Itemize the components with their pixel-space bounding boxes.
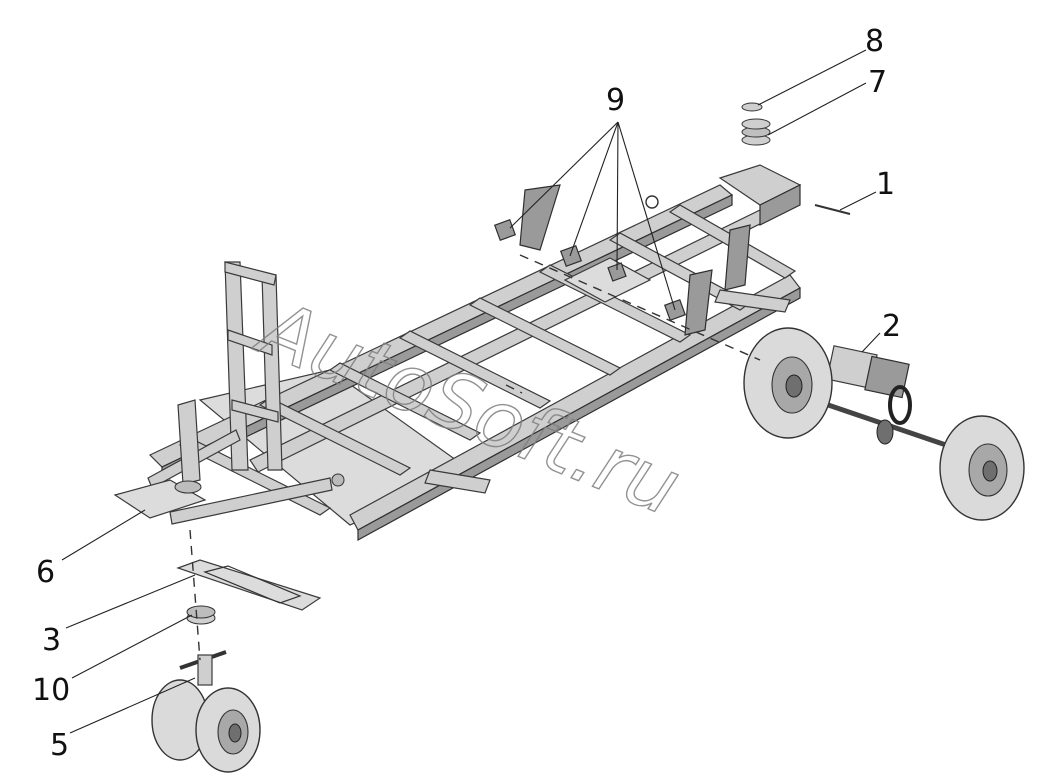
lifting-eye [645, 195, 659, 209]
frame-outrigger-front [424, 469, 491, 494]
pin-1 [814, 204, 851, 215]
callout-8: 8 [865, 24, 884, 59]
callout-labels: 8 7 1 2 9 6 3 10 5 [32, 24, 901, 763]
drive-chain [888, 385, 912, 425]
frame-bracket-right-rear [724, 224, 751, 291]
callout-6: 6 [36, 555, 55, 590]
callout-9: 9 [606, 83, 625, 118]
washer-8 [741, 102, 763, 112]
frame-center-plate [563, 257, 652, 303]
bearing-ring-10 [186, 605, 216, 625]
callout-7: 7 [868, 65, 887, 100]
turntable-ring [174, 480, 202, 494]
frame-bracket-left-rear [519, 184, 561, 251]
rear-axle-assembly [743, 327, 1025, 521]
main-frame [113, 164, 802, 542]
pivot-boss [331, 473, 345, 487]
assembly-guide-lines [189, 254, 761, 661]
callout-5: 5 [50, 728, 69, 763]
tow-bar-3 [176, 559, 322, 611]
leader-lines [61, 49, 881, 734]
mount-pad-c [607, 262, 627, 282]
caster-wheel-5 [151, 650, 261, 773]
caster-stem [197, 654, 213, 686]
sprocket [876, 419, 894, 445]
gearbox [864, 355, 910, 399]
callout-3: 3 [42, 623, 61, 658]
frame-bracket-mid [684, 269, 713, 336]
frame-outrigger-rear [714, 289, 791, 313]
mount-pad-a [493, 218, 517, 242]
callout-10: 10 [32, 673, 70, 708]
callout-2: 2 [882, 309, 901, 344]
front-upright-frame [147, 261, 333, 525]
mount-pad-b [559, 244, 583, 268]
callout-1: 1 [876, 167, 895, 202]
spring-stack-7 [741, 118, 771, 146]
